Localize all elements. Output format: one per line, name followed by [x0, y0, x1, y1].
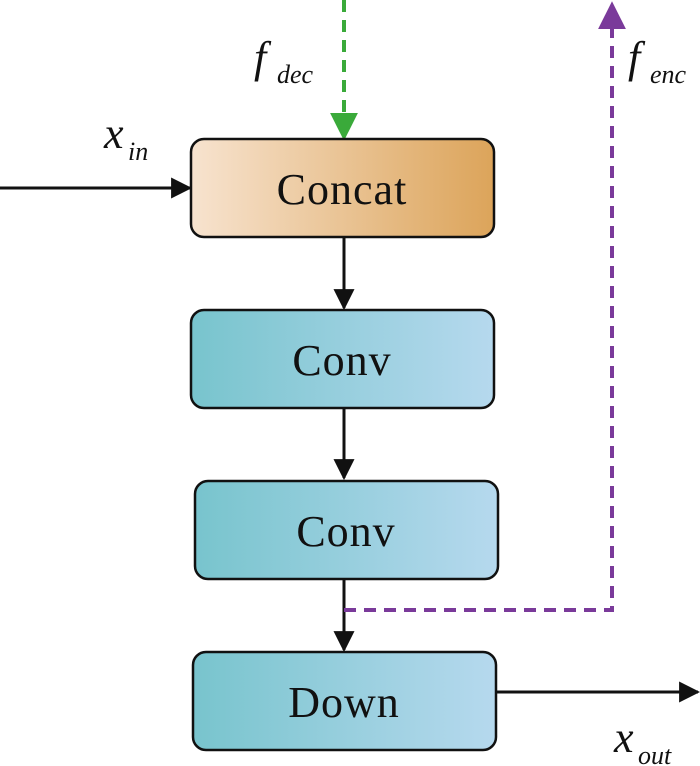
- conv2-label: Conv: [296, 507, 395, 556]
- encoder-feature-arrow: [344, 1, 626, 612]
- svg-text:f: f: [628, 33, 646, 82]
- down-block: Down: [191, 650, 498, 752]
- concat-label: Concat: [277, 165, 408, 214]
- conv2-block: Conv: [193, 479, 500, 581]
- svg-text:dec: dec: [277, 60, 314, 89]
- svg-text:x: x: [613, 713, 634, 762]
- x-out-label: x out: [613, 713, 672, 766]
- svg-text:out: out: [638, 741, 672, 766]
- f-dec-label: f dec: [254, 33, 314, 89]
- x-in-label: x in: [103, 109, 148, 166]
- down-label: Down: [288, 678, 400, 727]
- conv1-block: Conv: [189, 308, 496, 410]
- svg-text:in: in: [128, 137, 148, 166]
- conv1-label: Conv: [292, 336, 391, 385]
- concat-block: Concat: [189, 137, 496, 239]
- svg-text:enc: enc: [650, 60, 687, 89]
- svg-text:f: f: [254, 33, 272, 82]
- f-enc-label: f enc: [628, 33, 687, 89]
- svg-text:x: x: [103, 109, 124, 158]
